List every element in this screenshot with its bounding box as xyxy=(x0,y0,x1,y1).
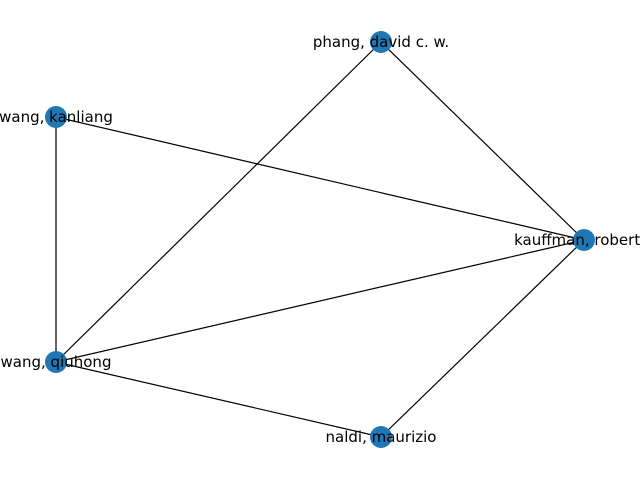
edges-layer xyxy=(55,41,585,438)
edge-naldi-kauffman xyxy=(380,239,585,438)
node-label-naldi: naldi, maurizio xyxy=(326,428,437,446)
nodes-layer xyxy=(45,31,595,448)
edge-phang-kauffman xyxy=(380,41,585,241)
node-label-wang_q: wang, qiuhong xyxy=(1,353,112,371)
node-kauffman xyxy=(573,229,595,251)
node-wang_k xyxy=(45,106,67,128)
node-label-kauffman: kauffman, robert j. xyxy=(514,231,640,249)
edge-phang-wang_q xyxy=(55,41,382,363)
node-label-phang: phang, david c. w. xyxy=(313,33,449,51)
edge-wang_k-kauffman xyxy=(55,116,585,241)
labels-layer: phang, david c. w. wang, kanliang kauffman… xyxy=(0,33,640,446)
node-naldi xyxy=(370,426,392,448)
edge-wang_q-kauffman xyxy=(55,239,585,363)
node-phang xyxy=(370,31,392,53)
edge-wang_q-naldi xyxy=(55,361,382,438)
node-label-wang_k: wang, kanliang xyxy=(0,108,113,126)
node-wang_q xyxy=(45,351,67,373)
